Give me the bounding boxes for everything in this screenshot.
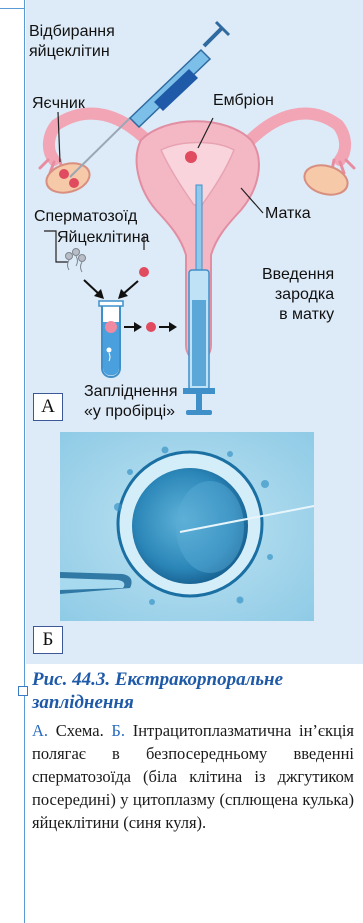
egg-cell (139, 267, 149, 277)
label-ivf-line1: Запліднення (84, 382, 178, 402)
label-ivf: Запліднення «у пробірці» (84, 382, 178, 422)
icsi-micrograph (60, 432, 314, 621)
test-tube (99, 301, 123, 377)
label-transfer-line2: зародка (262, 285, 334, 305)
margin-rule (0, 0, 25, 923)
label-transfer-line1: Введення (262, 265, 334, 285)
caption-b-marker: Б. (111, 721, 125, 740)
panel-a-label: А (33, 393, 63, 421)
label-transfer-line3: в матку (262, 305, 334, 325)
caption-body: А. Схема. Б. Інтрацитоплазматична ін’єкц… (32, 719, 354, 834)
left-ovary-follicle (59, 169, 69, 179)
label-ovary: Яєчник (32, 94, 85, 114)
arrows (84, 280, 177, 332)
label-retrieval-line1: Відбирання (29, 22, 115, 42)
label-uterus: Матка (265, 204, 311, 224)
caption-a-marker: А. (32, 721, 48, 740)
label-embryo: Ембріон (213, 91, 274, 111)
fertilized-egg-1 (146, 322, 156, 332)
caption-a-text: Схема. (56, 721, 104, 740)
caption-title: Рис. 44.3. Екстракорпоральне запліднення (32, 668, 354, 714)
embryo-dot (185, 151, 197, 163)
label-retrieval-line2: яйцеклітин (29, 42, 115, 62)
right-ovary (301, 161, 351, 199)
label-ivf-line2: «у пробірці» (84, 402, 178, 422)
label-egg: Яйцеклітина (57, 228, 149, 248)
panel-b-label: Б (33, 626, 63, 654)
figure-caption: Рис. 44.3. Екстракорпоральне запліднення… (32, 668, 354, 834)
label-sperm: Сперматозоїд (34, 207, 137, 227)
margin-marker (18, 686, 28, 696)
sperm-cells (66, 249, 86, 273)
label-retrieval: Відбирання яйцеклітин (29, 22, 115, 62)
label-transfer: Введення зародка в матку (262, 265, 334, 325)
left-ovary-follicle-2 (69, 178, 79, 188)
